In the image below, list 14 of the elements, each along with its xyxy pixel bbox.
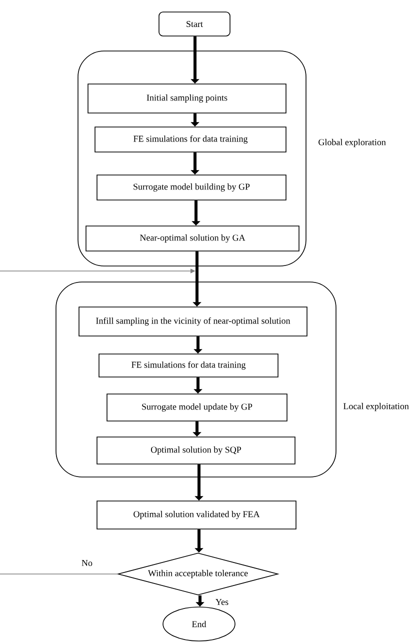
process-box: Optimal solution by SQP (96, 436, 296, 464)
process-box: FE simulations for data training (98, 354, 278, 378)
process-box: Optimal solution validated by FEA (96, 500, 296, 530)
terminal-box: Start (158, 12, 230, 36)
process-box: Surrogate model building by GP (96, 174, 286, 200)
group-label: Global exploration (318, 138, 386, 148)
process-box: Near-optimal solution by GA (86, 226, 300, 252)
process-box: Infill sampling in the vicinity of near-optimal solution (78, 306, 308, 336)
group-label: Local exploitation (343, 402, 409, 412)
edge-label: Yes (214, 598, 230, 606)
process-box: Surrogate model update by GP (106, 394, 288, 422)
process-box: Initial sampling points (88, 84, 286, 114)
process-box: FE simulations for data training (94, 126, 286, 152)
edge-label: No (80, 559, 94, 567)
